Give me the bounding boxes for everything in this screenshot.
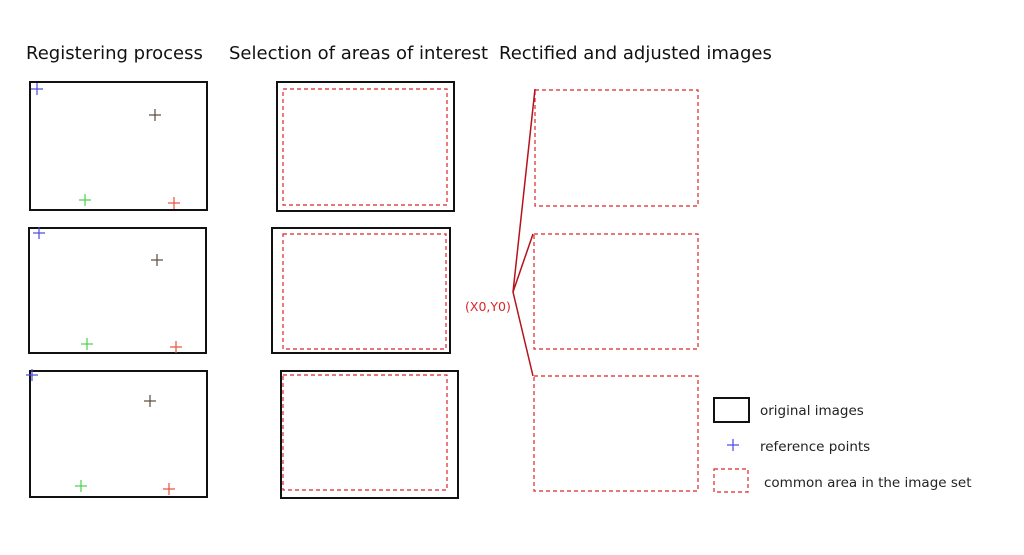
reference-points: [26, 83, 182, 495]
registering-column: [28, 81, 208, 498]
area-of-interest-3: [282, 374, 448, 491]
original-image-3: [29, 370, 208, 498]
origin-connectors: [512, 88, 536, 377]
selection-column: [271, 81, 459, 499]
reference-point-cross-icon: [79, 194, 91, 206]
legend-reference-label: reference points: [760, 439, 870, 455]
title-selection: Selection of areas of interest: [229, 43, 488, 64]
rectified-image-1: [534, 89, 699, 207]
title-registering: Registering process: [26, 43, 203, 64]
reference-point-cross-icon: [149, 109, 161, 121]
legend: original images reference points common …: [713, 397, 972, 493]
area-of-interest-2: [282, 233, 447, 350]
legend-original-swatch: [713, 397, 750, 423]
reference-point-cross-icon: [31, 83, 43, 95]
legend-common-swatch: [713, 468, 749, 493]
plus-icon: [727, 439, 739, 451]
original-image-1: [29, 81, 208, 211]
reference-point-cross-icon: [144, 395, 156, 407]
rectified-column: [533, 89, 699, 492]
reference-point-cross-icon: [33, 227, 45, 239]
reference-point-cross-icon: [168, 197, 180, 209]
reference-point-cross-icon: [151, 254, 163, 266]
legend-original-label: original images: [760, 403, 864, 419]
original-image-2: [28, 227, 207, 354]
selected-image-3: [280, 370, 459, 499]
reference-point-cross-icon: [170, 341, 182, 353]
reference-point-cross-icon: [81, 338, 93, 350]
connector-1: [512, 88, 536, 293]
area-of-interest-1: [282, 88, 448, 206]
reference-point-cross-icon: [163, 483, 175, 495]
reference-point-cross-icon: [75, 480, 87, 492]
rectified-image-2: [533, 233, 699, 350]
selected-image-1: [276, 81, 455, 212]
origin-label: (X0,Y0): [465, 299, 511, 314]
selected-image-2: [271, 227, 451, 354]
reference-point-cross-icon: [26, 369, 38, 381]
connector-2: [512, 233, 534, 293]
connector-3: [512, 291, 534, 377]
legend-common-label: common area in the image set: [764, 475, 972, 491]
title-rectified: Rectified and adjusted images: [499, 43, 772, 64]
rectified-image-3: [533, 375, 699, 492]
